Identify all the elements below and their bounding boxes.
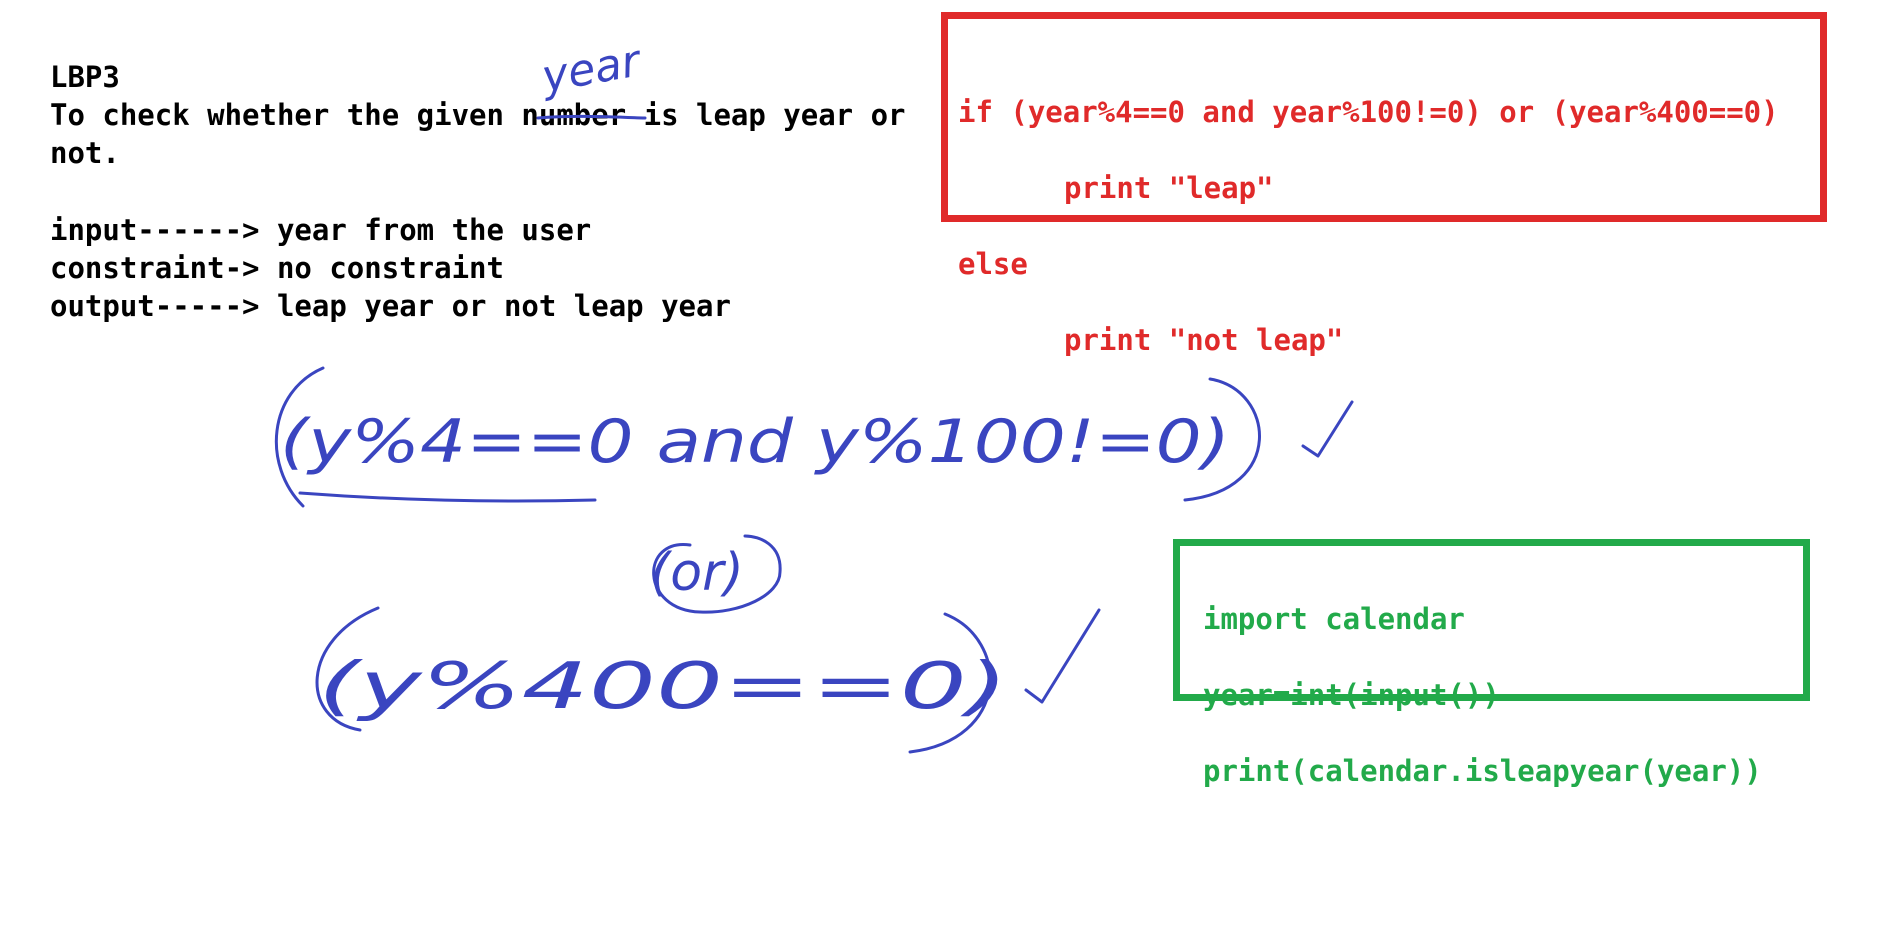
python-code-box: import calendar year=int(input()) print(… xyxy=(1173,539,1810,788)
handwritten-expression-2: (y%400==0) xyxy=(318,650,1008,724)
constraint-spec: constraint-> no constraint xyxy=(50,251,504,285)
checkmark-2 xyxy=(1024,608,1101,704)
python-code-line: print(calendar.isleapyear(year)) xyxy=(1203,754,1762,788)
paren-close-mark xyxy=(1183,377,1261,502)
underline-mark xyxy=(298,491,597,503)
pseudocode-box: if (year%4==0 and year%100!=0) or (year%… xyxy=(941,12,1827,357)
input-spec: input------> year from the user xyxy=(50,213,592,247)
handwritten-or-label: (or) xyxy=(650,543,744,603)
pseudocode-line: if (year%4==0 and year%100!=0) or (year%… xyxy=(958,95,1779,129)
problem-statement-line-2: not. xyxy=(50,136,120,170)
paren-open-mark xyxy=(274,366,325,508)
python-code-line: year=int(input()) xyxy=(1203,678,1500,712)
pseudocode-line: print "leap" xyxy=(1064,171,1274,205)
output-spec: output-----> leap year or not leap year xyxy=(50,289,731,323)
problem-statement-line-1: To check whether the given number is lea… xyxy=(50,98,906,132)
handwritten-expression-1: (y%4==0 and y%100!=0) xyxy=(280,407,1230,477)
pseudocode-line: else xyxy=(958,247,1028,281)
pseudocode-line: print "not leap" xyxy=(1064,323,1344,357)
checkmark-1 xyxy=(1301,400,1354,458)
paren-open-mark xyxy=(315,606,380,732)
paren-close-mark xyxy=(908,612,992,754)
strikethrough-mark xyxy=(536,114,647,120)
python-code-line: import calendar xyxy=(1203,602,1465,636)
problem-title: LBP3 xyxy=(50,60,120,94)
or-circle-mark xyxy=(652,534,782,614)
handwritten-year-label: year xyxy=(536,35,646,103)
